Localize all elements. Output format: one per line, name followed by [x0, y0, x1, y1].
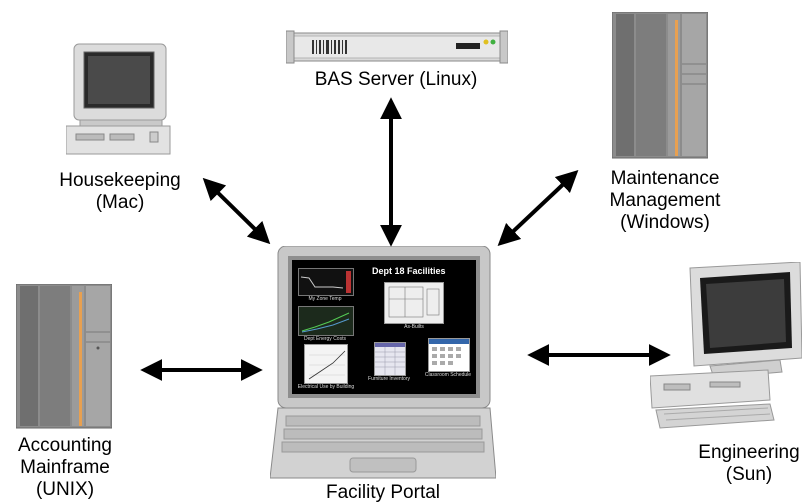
maintenance-label: Maintenance Management (Windows): [580, 168, 750, 234]
accounting-label-line2: Mainframe: [20, 457, 110, 478]
accounting-label-line3: (UNIX): [35, 479, 95, 500]
engineering-label-line2: (Sun): [725, 464, 773, 485]
mainframe-icon: [16, 284, 112, 430]
tile-label: Furniture Inventory: [368, 376, 410, 382]
portal-screen: Dept 18 Facilities My Zone Temp Dept Ene…: [292, 260, 476, 394]
tile-furniture-table: [374, 342, 406, 376]
housekeeping-label-line1: Housekeeping: [59, 170, 181, 191]
maintenance-label-line2: Management: [609, 190, 721, 211]
tile-label: My Zone Temp: [308, 296, 342, 302]
tile-label: Dept Energy Costs: [304, 336, 346, 342]
portal-screen-title: Dept 18 Facilities: [372, 266, 446, 276]
bas-server-label: BAS Server (Linux): [314, 69, 478, 90]
engineering-label-line1: Engineering: [698, 442, 800, 463]
tile-classroom-calendar: [428, 338, 470, 372]
tile-label: As-Builts: [404, 324, 424, 330]
maintenance-label-line1: Maintenance: [610, 168, 720, 189]
tile-electrical-chart: [304, 344, 348, 384]
bas-server-icon: [286, 27, 508, 67]
tile-energy-chart: [298, 306, 354, 336]
workstation-icon: [650, 262, 802, 432]
accounting-label: Accounting Mainframe (UNIX): [0, 435, 130, 501]
accounting-label-line1: Accounting: [17, 435, 112, 456]
server-tower-icon: [612, 12, 708, 160]
mac-computer-icon: [66, 42, 176, 157]
tile-label: Electrical Use by Building: [297, 384, 355, 390]
laptop-icon: Dept 18 Facilities My Zone Temp Dept Ene…: [270, 246, 496, 480]
housekeeping-label: Housekeeping (Mac): [40, 170, 200, 214]
tile-label: Classroom Schedule: [424, 372, 472, 378]
housekeeping-label-line2: (Mac): [95, 192, 145, 213]
arrow-maintenance-to-portal: [497, 169, 579, 247]
engineering-label: Engineering (Sun): [684, 442, 802, 486]
arrow-housekeeping-to-portal: [202, 177, 271, 245]
tile-as-builts-drawing: [384, 282, 444, 324]
tile-zone-temp-chart: [298, 268, 354, 296]
facility-portal-label: Facility Portal: [325, 482, 441, 503]
maintenance-label-line3: (Windows): [620, 212, 710, 233]
